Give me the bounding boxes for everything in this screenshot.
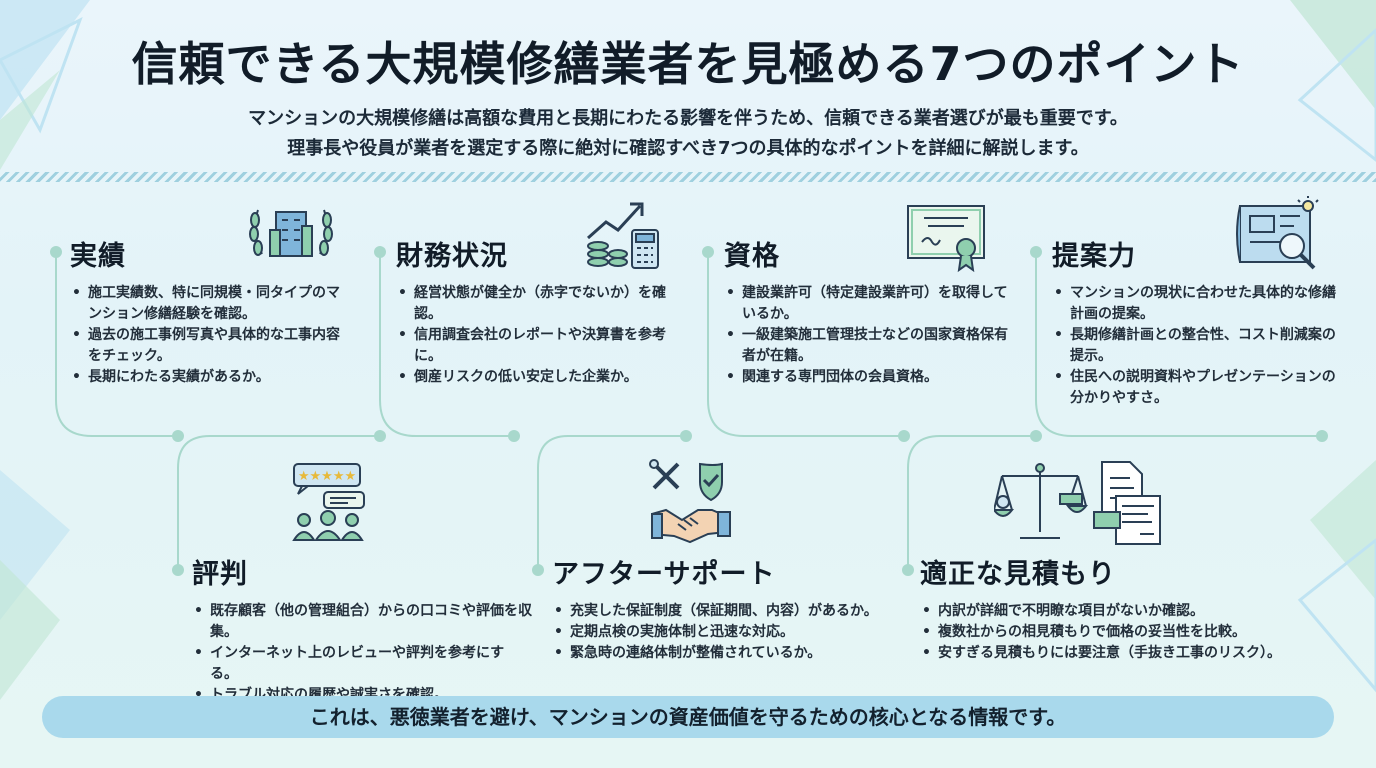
point-bullet: 既存顧客（他の管理組合）からの口コミや評価を収集。 — [192, 601, 532, 643]
handshake-shield-tools-icon — [649, 459, 731, 544]
point-heading: 適正な見積もり — [920, 559, 1116, 590]
footer-banner: これは、悪徳業者を避け、マンションの資産価値を守るための核心となる情報です。 — [42, 696, 1334, 738]
point-bullet: 住民への説明資料やプレゼンテーションの分かりやすさ。 — [1052, 367, 1342, 409]
point-bullet: 関連する専門団体の会員資格。 — [724, 367, 1014, 388]
point-card-finance: 財務状況 経営状態が健全か（赤字でないか）を確認。 信用調査会社のレポートや決算… — [396, 234, 686, 388]
point-bullet: インターネット上のレビューや評判を参考にする。 — [192, 643, 532, 685]
point-card-estimate: 適正な見積もり 内訳が詳細で不明瞭な項目がないか確認。 複数社からの相見積もりで… — [920, 552, 1340, 664]
svg-text:★★★★★: ★★★★★ — [298, 469, 356, 484]
certificate-icon — [907, 205, 985, 273]
page-title: 信頼できる大規模修繕業者を見極める7つのポイント — [131, 37, 1245, 91]
point-heading: 財務状況 — [396, 241, 508, 272]
building-laurel-icon — [249, 209, 333, 257]
point-bullet: 定期点検の実施体制と迅速な対応。 — [552, 622, 882, 643]
subtitle-line-2: 理事長や役員が業者を選定する際に絶対に確認すべき7つの具体的なポイントを詳細に解… — [287, 138, 1089, 159]
point-bullet: 建設業許可（特定建設業許可）を取得しているか。 — [724, 283, 1014, 325]
point-bullet: 複数社からの相見積もりで価格の妥当性を比較。 — [920, 622, 1340, 643]
point-bullet: 充実した保証制度（保証期間、内容）があるか。 — [552, 601, 882, 622]
subtitle-line-1: マンションの大規模修繕は高額な費用と長期にわたる影響を伴うため、信頼できる業者選… — [248, 108, 1128, 129]
point-bullet: 信用調査会社のレポートや決算書を参考に。 — [396, 325, 686, 367]
scale-documents-icon — [994, 461, 1161, 545]
point-card-after-support: アフターサポート 充実した保証制度（保証期間、内容）があるか。 定期点検の実施体… — [552, 552, 882, 664]
point-bullet: 長期修繕計画との整合性、コスト削減案の提示。 — [1052, 325, 1342, 367]
point-card-achievements: 実績 施工実績数、特に同規模・同タイプのマンション修繕経験を確認。 過去の施工事… — [70, 234, 350, 388]
point-card-qualifications: 資格 建設業許可（特定建設業許可）を取得しているか。 一級建築施工管理技士などの… — [724, 234, 1014, 388]
point-heading: 提案力 — [1052, 241, 1136, 272]
point-bullet: 過去の施工事例写真や具体的な工事内容をチェック。 — [70, 325, 350, 367]
point-heading: 実績 — [70, 241, 126, 272]
point-heading: アフターサポート — [552, 559, 776, 590]
reviews-people-icon: ★★★★★ — [292, 463, 365, 541]
point-bullet: 一級建築施工管理技士などの国家資格保有者が在籍。 — [724, 325, 1014, 367]
point-card-reputation: 評判 既存顧客（他の管理組合）からの口コミや評価を収集。 インターネット上のレビ… — [192, 552, 532, 706]
point-bullet: 内訳が詳細で不明瞭な項目がないか確認。 — [920, 601, 1340, 622]
point-bullet: 長期にわたる実績があるか。 — [70, 367, 350, 388]
point-bullet: 安すぎる見積もりには要注意（手抜き工事のリスク）。 — [920, 643, 1340, 664]
point-bullet: 緊急時の連絡体制が整備されているか。 — [552, 643, 882, 664]
point-card-proposal: 提案力 マンションの現状に合わせた具体的な修繕計画の提案。 長期修繕計画との整合… — [1052, 234, 1342, 409]
point-bullet: マンションの現状に合わせた具体的な修繕計画の提案。 — [1052, 283, 1342, 325]
growth-chart-calculator-icon — [587, 202, 659, 269]
point-bullet: 施工実績数、特に同規模・同タイプのマンション修繕経験を確認。 — [70, 283, 350, 325]
blueprint-magnifier-icon — [1236, 196, 1319, 270]
striped-divider — [0, 172, 1376, 182]
point-heading: 資格 — [724, 241, 780, 272]
point-heading: 評判 — [192, 559, 248, 590]
point-bullet: 経営状態が健全か（赤字でないか）を確認。 — [396, 283, 686, 325]
point-bullet: 倒産リスクの低い安定した企業か。 — [396, 367, 686, 388]
